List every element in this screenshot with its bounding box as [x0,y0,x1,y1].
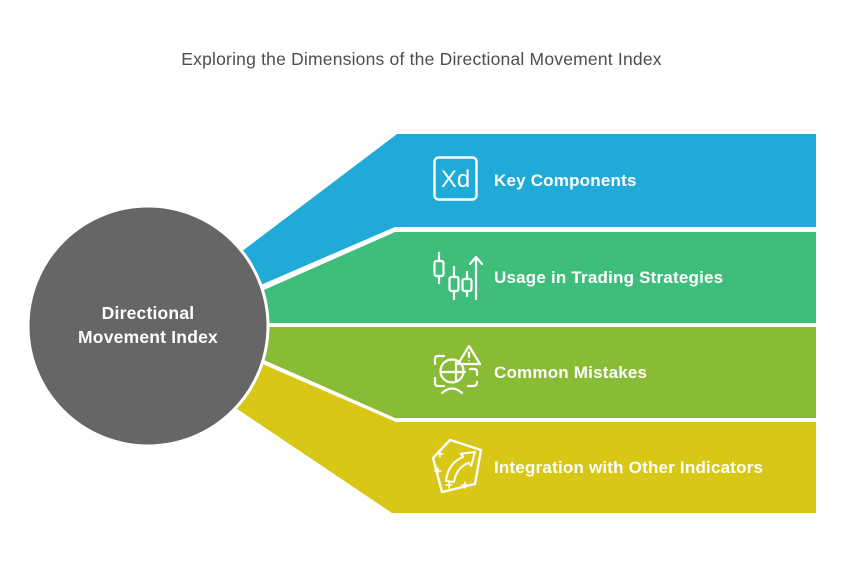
branch-shape-key-components [200,134,816,309]
center-node-line1: Directional [101,303,195,323]
center-circle [26,204,270,448]
integration-arrow-icon [429,437,487,495]
branch-label-text: Common Mistakes [494,362,648,382]
mistake-warning-icon [428,342,486,396]
xd-logo-icon: Xd [433,156,478,201]
branch-label-text: Usage in Trading Strategies [494,267,724,287]
center-node-label: Directional Movement Index [48,301,248,349]
page-title: Exploring the Dimensions of the Directio… [181,49,662,69]
branch-label-common-mistakes: Common Mistakes [494,327,647,418]
branch-label-key-components: Key Components [494,134,637,227]
branch-shape-common-mistakes [205,327,816,418]
branch-label-text: Key Components [494,170,637,190]
branch-label-integration: Integration with Other Indicators [494,422,763,513]
branch-shape-usage-strategies [205,232,816,323]
center-node-line2: Movement Index [78,327,218,347]
branch-label-usage-strategies: Usage in Trading Strategies [494,232,723,323]
candlestick-chart-icon [429,249,483,303]
branch-shape-integration [200,339,816,513]
branch-label-text: Integration with Other Indicators [494,457,764,477]
xd-logo-text: Xd [441,166,470,193]
